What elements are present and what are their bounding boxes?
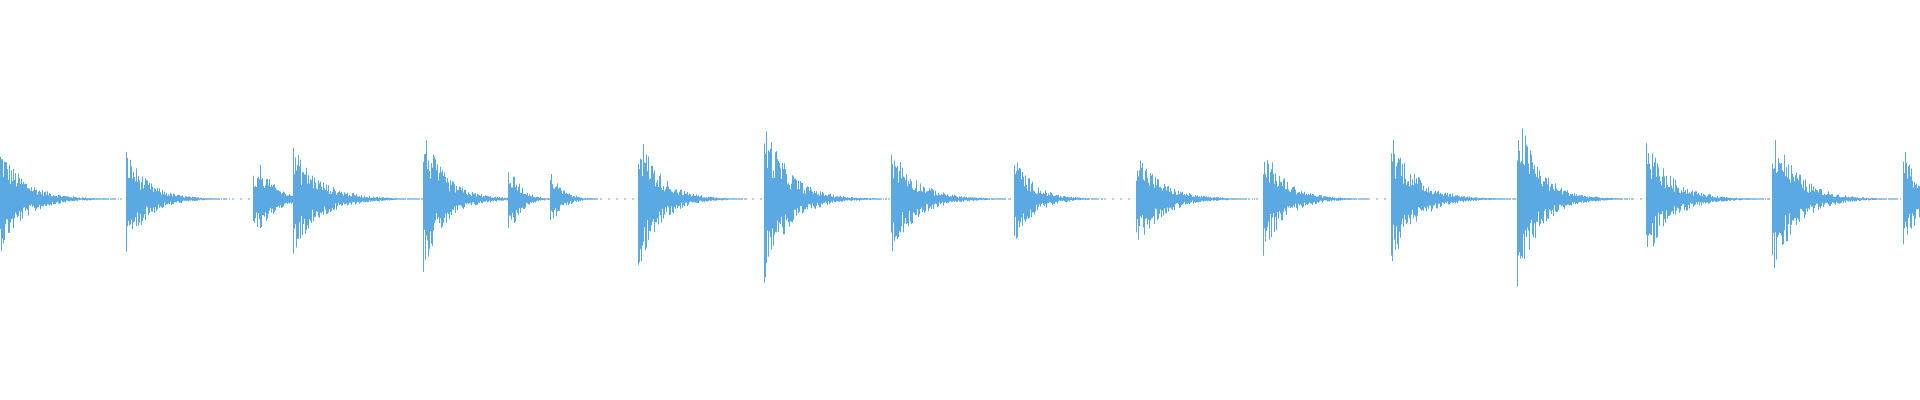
waveform-samples: [0, 128, 1920, 287]
